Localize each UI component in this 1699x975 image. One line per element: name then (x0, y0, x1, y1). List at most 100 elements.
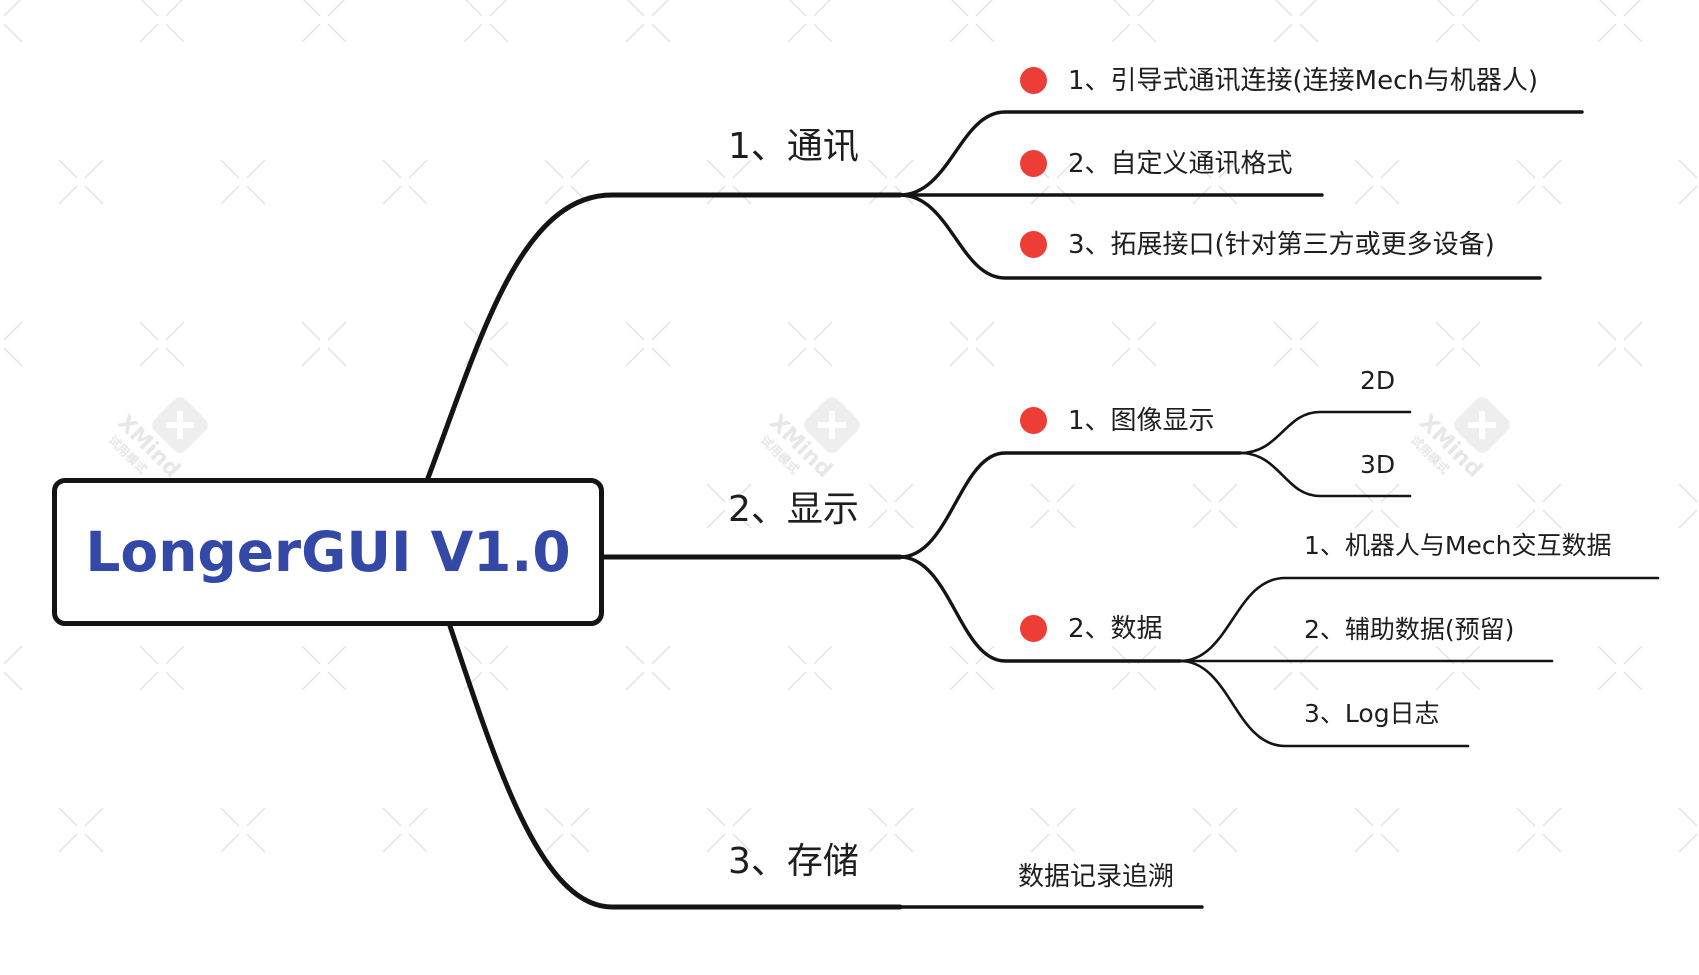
watermark-dash (1380, 159, 1400, 179)
watermark-dash (544, 807, 564, 827)
watermark-dash (868, 833, 888, 853)
branch-line-2d (1238, 410, 1412, 455)
watermark-dash (1112, 0, 1131, 17)
watermark-dash (489, 347, 509, 367)
watermark-dash (732, 807, 752, 827)
watermark-dash (706, 807, 726, 827)
priority-marker-icon (1020, 150, 1047, 177)
watermark-dash (975, 671, 995, 691)
watermark-dash (868, 807, 888, 827)
watermark-dash (625, 23, 645, 43)
topic-data-2[interactable]: 2、辅助数据(预留) (1304, 615, 1515, 644)
watermark-dash (544, 833, 564, 853)
topic-comm-2[interactable]: 2、自定义通讯格式 (1068, 149, 1293, 179)
watermark-dash (894, 159, 914, 179)
watermark-dash (544, 159, 564, 179)
branch-line-comm-3 (898, 193, 1542, 280)
watermark-dash (139, 321, 159, 341)
watermark-dash (1542, 807, 1562, 827)
watermark-dash (1461, 23, 1481, 43)
watermark-dash (1273, 321, 1293, 341)
watermark-dash (570, 833, 590, 853)
topic-data[interactable]: 2、数据 (1068, 614, 1163, 644)
priority-marker-icon (1020, 231, 1047, 258)
watermark-dash (58, 185, 78, 205)
watermark-dash (1354, 509, 1374, 529)
watermark-dash (1111, 23, 1131, 43)
watermark-logo: XMind 试用模式 (758, 397, 860, 483)
watermark-dash (1435, 23, 1455, 43)
topic-data-3[interactable]: 3、Log日志 (1304, 699, 1440, 728)
watermark-dash (975, 321, 995, 341)
watermark-dash (220, 159, 240, 179)
watermark-dash (3, 645, 23, 665)
watermark-dash (58, 807, 78, 827)
watermark-dash (1623, 321, 1643, 341)
watermark-dash (1678, 807, 1698, 827)
watermark-dash (489, 0, 508, 17)
topic-comm-1[interactable]: 1、引导式通讯连接(连接Mech与机器人) (1068, 66, 1539, 96)
watermark-dash (732, 509, 752, 529)
topic-2d[interactable]: 2D (1360, 366, 1396, 395)
watermark-dash (165, 347, 185, 367)
watermark-dash (1192, 833, 1212, 853)
branch-line-comm-1 (898, 110, 1584, 197)
topic-storage-1[interactable]: 数据记录追溯 (1018, 862, 1175, 892)
watermark-dash (165, 321, 185, 341)
watermark-dash (3, 347, 23, 367)
watermark-dash (949, 645, 969, 665)
branch-label-display[interactable]: 2、显示 (728, 489, 859, 530)
watermark-dash (1354, 483, 1374, 503)
watermark-dash (1542, 185, 1562, 205)
priority-marker-icon (1020, 407, 1047, 434)
watermark-dash (1435, 671, 1455, 691)
watermark-dash (489, 645, 509, 665)
watermark-dash (1192, 159, 1212, 179)
watermark-dash (1380, 807, 1400, 827)
watermark-dash (1380, 483, 1400, 503)
watermark-dash (1299, 671, 1319, 691)
root-node[interactable]: LongerGUI V1.0 (52, 478, 604, 626)
watermark-dash (1299, 321, 1319, 341)
watermark-dash (220, 185, 240, 205)
watermark-dash (1056, 833, 1076, 853)
watermark-dash (1598, 0, 1617, 17)
watermark-dash (1623, 0, 1642, 17)
watermark-dash (1137, 671, 1157, 691)
watermark-dash (1192, 483, 1212, 503)
watermark-dash (408, 159, 428, 179)
watermark-dash (1218, 159, 1238, 179)
watermark-dash (1597, 321, 1617, 341)
watermark-dash (570, 159, 590, 179)
watermark-dash (570, 807, 590, 827)
watermark-dash (1516, 509, 1536, 529)
watermark-dash (1354, 185, 1374, 205)
watermark-dash (382, 833, 402, 853)
watermark-dash (813, 321, 833, 341)
topic-data-1[interactable]: 1、机器人与Mech交互数据 (1304, 531, 1612, 560)
watermark-dash (1623, 23, 1643, 43)
branch-label-comm[interactable]: 1、通讯 (728, 126, 859, 167)
branch-label-storage[interactable]: 3、存储 (728, 841, 859, 882)
topic-image-display[interactable]: 1、图像显示 (1068, 406, 1215, 436)
watermark-dash (463, 671, 483, 691)
watermark-dash (625, 645, 645, 665)
watermark-dash (302, 0, 321, 17)
watermark-dash (1273, 671, 1293, 691)
topic-comm-3[interactable]: 3、拓展接口(针对第三方或更多设备) (1068, 230, 1495, 260)
watermark-dash (1597, 645, 1617, 665)
watermark-dash (949, 347, 969, 367)
root-title: LongerGUI V1.0 (85, 520, 571, 584)
watermark-dash (787, 645, 807, 665)
watermark-dash (1623, 347, 1643, 367)
watermark-dash (1597, 671, 1617, 691)
watermark-dash (651, 321, 671, 341)
watermark-dash (732, 483, 752, 503)
watermark-dash (1516, 159, 1536, 179)
watermark-dash (220, 807, 240, 827)
topic-3d[interactable]: 3D (1360, 450, 1396, 479)
watermark-dash (544, 185, 564, 205)
watermark-dash (1542, 159, 1562, 179)
watermark-dash (813, 645, 833, 665)
watermark-dash (1542, 833, 1562, 853)
